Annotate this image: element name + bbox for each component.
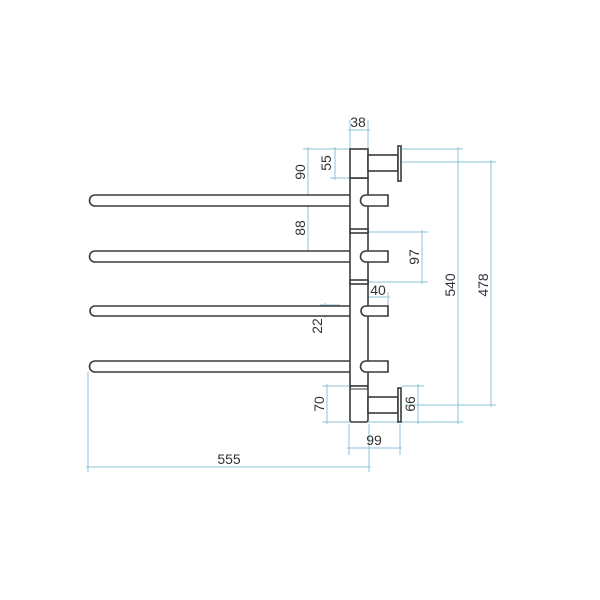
bar-stubs: [359, 194, 389, 373]
dim-555: 555: [217, 451, 241, 467]
towel-bar-2: [88, 250, 357, 263]
dim-70: 70: [311, 396, 327, 412]
dim-66: 66: [402, 396, 418, 412]
dim-55: 55: [318, 155, 334, 171]
dim-99: 99: [366, 432, 382, 448]
dim-97: 97: [406, 249, 422, 265]
dim-540: 540: [442, 273, 458, 297]
towel-bar-3: [89, 305, 356, 317]
bottom-wall-mount: [349, 385, 402, 423]
top-wall-mount: [349, 145, 402, 182]
towel-bars: [88, 194, 357, 373]
dim-40: 40: [370, 282, 386, 298]
towel-bar-1: [88, 194, 357, 207]
dimension-lines: [86, 120, 496, 472]
towel-bar-4: [88, 360, 357, 373]
dim-88: 88: [292, 220, 308, 236]
dim-90: 90: [292, 164, 308, 180]
dim-22: 22: [309, 318, 325, 334]
dim-478: 478: [475, 273, 491, 297]
collar: [349, 279, 369, 285]
dim-38: 38: [350, 114, 366, 130]
collar: [349, 228, 369, 234]
